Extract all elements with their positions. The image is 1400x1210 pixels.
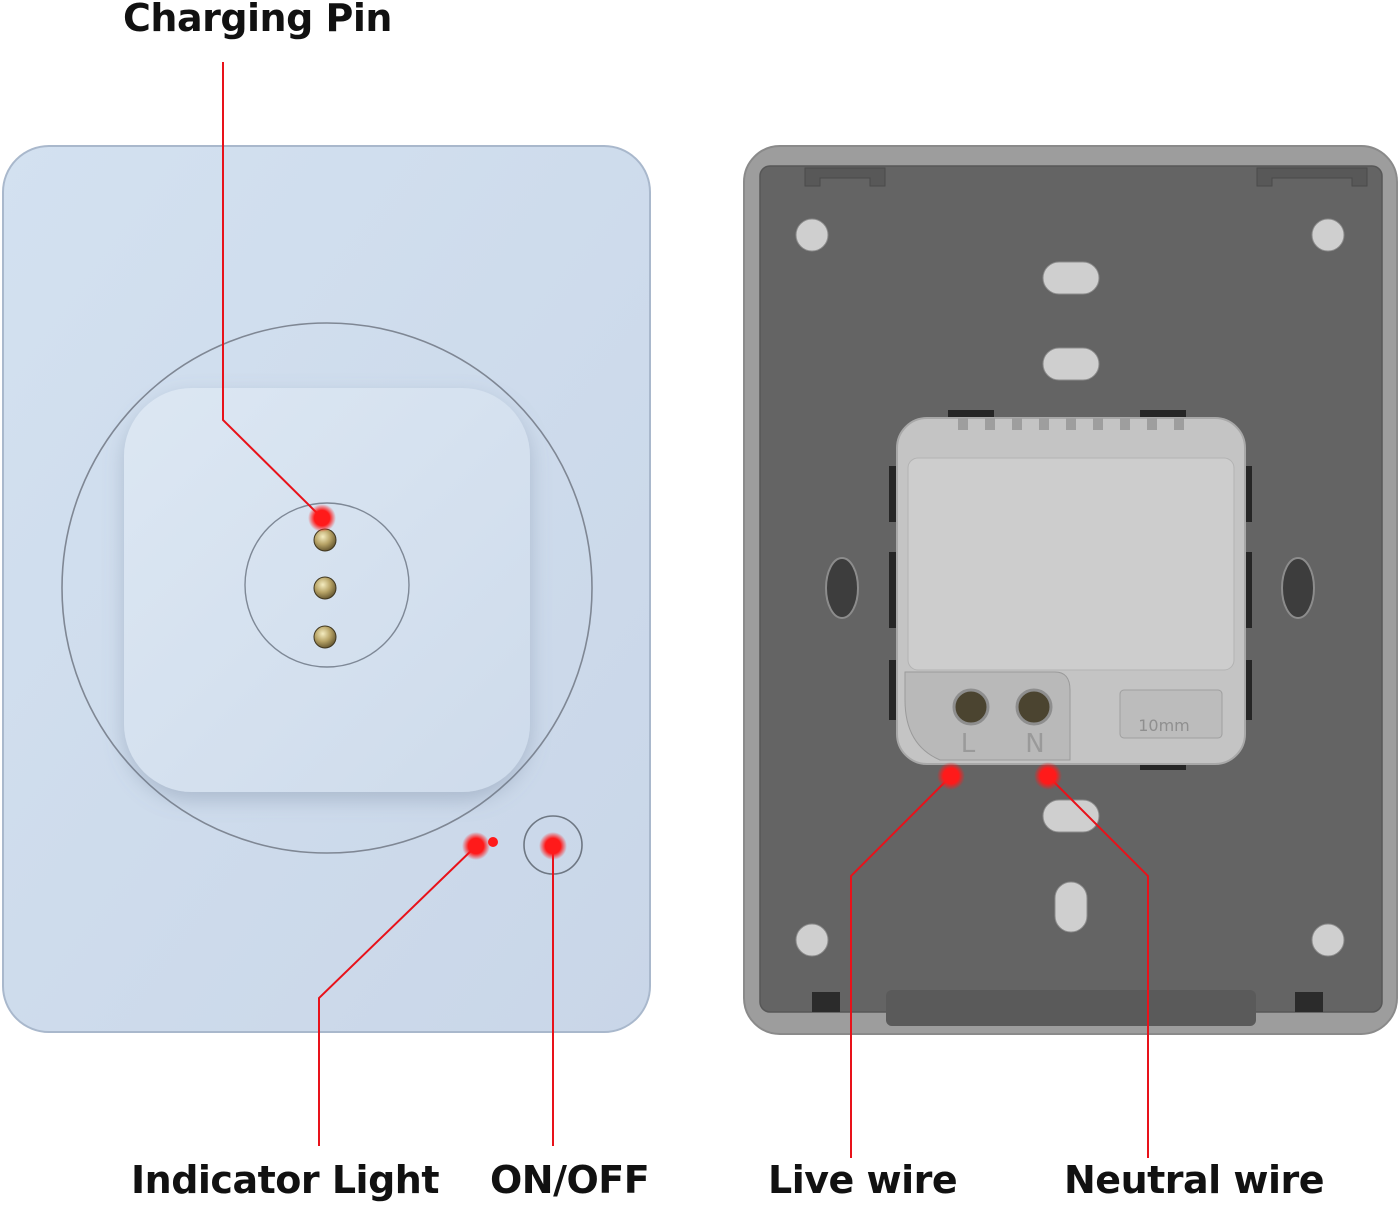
- live-wire-label: Live wire: [768, 1158, 958, 1202]
- pin-ring: [244, 502, 410, 668]
- mount-hole-top-left: [795, 218, 829, 252]
- on-off-label: ON/OFF: [490, 1158, 650, 1202]
- charging-pins: [313, 528, 337, 649]
- slot-hole-1: [1042, 261, 1100, 295]
- side-hole-right: [1281, 557, 1315, 619]
- charging-pin-3: [313, 625, 337, 649]
- mount-hole-top-right: [1311, 218, 1345, 252]
- charging-pin-callout-line: [222, 62, 323, 519]
- callout-lines: [222, 62, 1149, 1158]
- live-terminal-mark: L: [961, 729, 976, 759]
- callout-dots: [308, 504, 1062, 860]
- indicator-light-dot: [462, 832, 490, 860]
- side-hole-left: [825, 557, 859, 619]
- back-panel: L N 10mm: [743, 145, 1398, 1035]
- top-left-clip: [804, 167, 886, 187]
- indicator-light-label: Indicator Light: [131, 1158, 440, 1202]
- slot-hole-4: [1054, 881, 1088, 933]
- slot-hole-2: [1042, 347, 1100, 381]
- module-label-area: [907, 457, 1235, 671]
- charging-pin-1: [313, 528, 337, 552]
- live-wire-callout-line: [850, 775, 952, 1158]
- bottom-right-screw: [1295, 992, 1323, 1012]
- back-bottom-lip: [886, 990, 1256, 1026]
- strip-gauge: [1119, 689, 1223, 739]
- mount-hole-bottom-left: [795, 923, 829, 957]
- indicator-light-callout-line: [318, 845, 477, 1146]
- charging-pin-label: Charging Pin: [123, 0, 392, 40]
- neutral-terminal-hole: [1015, 688, 1053, 726]
- charging-pin-dot: [308, 504, 336, 532]
- strip-gauge-text: 10mm: [1138, 716, 1190, 735]
- front-panel: [2, 145, 651, 1033]
- slot-hole-3: [1042, 799, 1100, 833]
- neutral-wire-label: Neutral wire: [1064, 1158, 1325, 1202]
- neutral-terminal-mark: N: [1025, 729, 1044, 759]
- charging-pin-2: [313, 576, 337, 600]
- bottom-left-screw: [812, 992, 840, 1012]
- module-vents: [958, 418, 1184, 430]
- top-right-clip: [1256, 167, 1368, 187]
- mount-hole-bottom-right: [1311, 923, 1345, 957]
- neutral-wire-dot: [1034, 762, 1062, 790]
- charging-ring: [61, 322, 593, 854]
- live-terminal-hole: [952, 688, 990, 726]
- indicator-light-hole: [488, 837, 498, 847]
- on-off-dot: [539, 832, 567, 860]
- neutral-wire-callout-line: [1047, 775, 1149, 1158]
- live-wire-dot: [937, 762, 965, 790]
